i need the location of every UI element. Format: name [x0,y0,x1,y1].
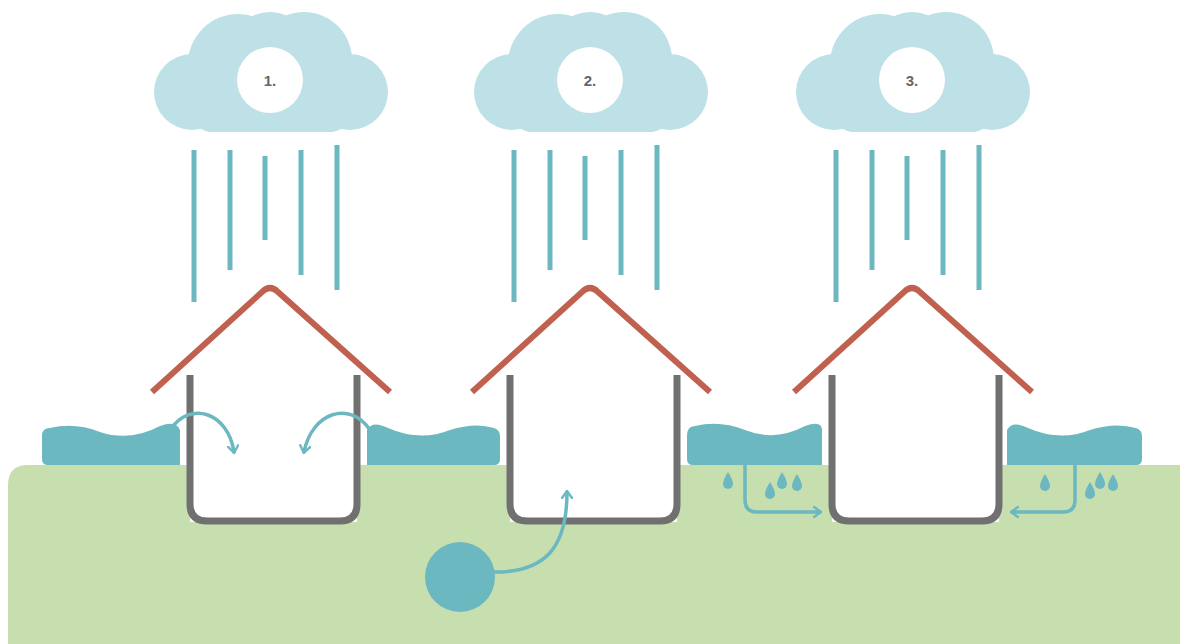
flow-arrow [170,413,1075,572]
house [152,288,1032,522]
callout-number: 2. [584,72,597,89]
rain [194,145,979,302]
number-circle: 2. [557,47,623,113]
groundwater [425,542,495,612]
number-circle: 3. [879,47,945,113]
water-drops [723,472,1118,499]
cloud [154,12,1030,132]
number-circle: 1. [237,47,303,113]
callout-number: 3. [906,72,919,89]
surface-water [42,424,1142,465]
callout-number: 1. [264,72,277,89]
